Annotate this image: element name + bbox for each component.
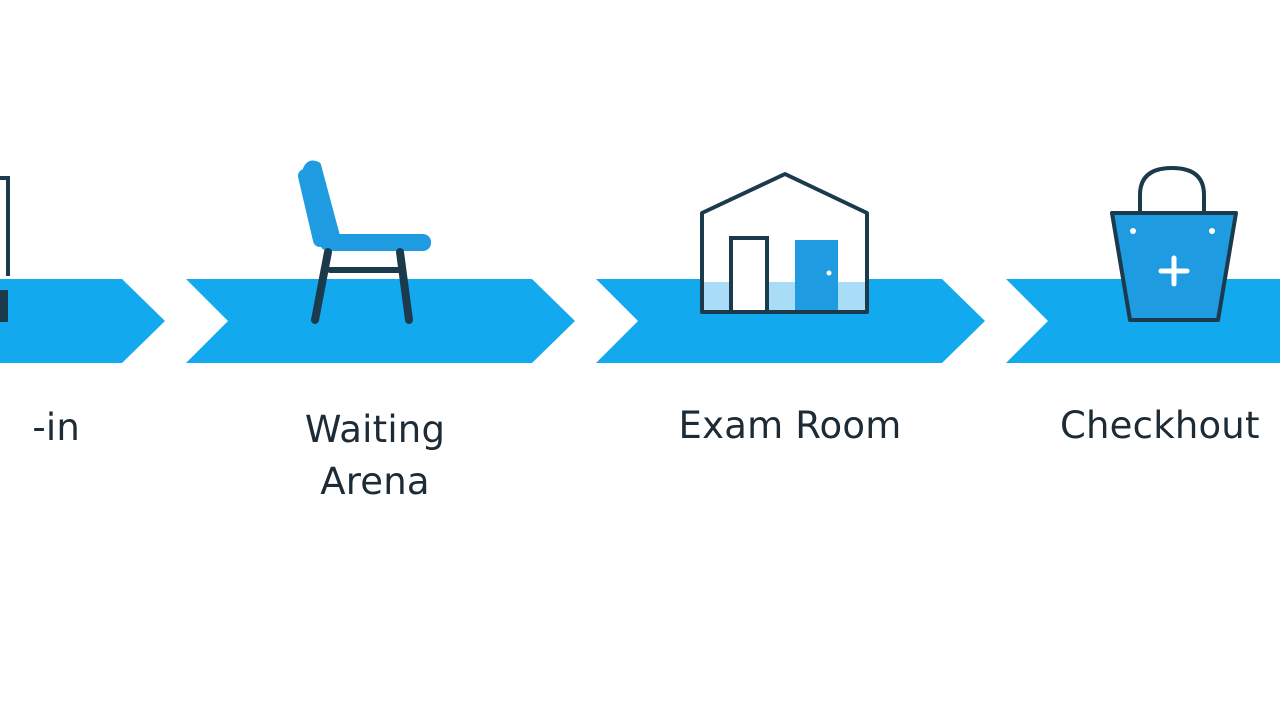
arrow-step-1 bbox=[0, 279, 165, 363]
house-icon bbox=[700, 172, 869, 314]
step-label-line: Checkhout bbox=[1060, 404, 1260, 447]
laptop-icon bbox=[0, 176, 10, 322]
step-label-line: Waiting bbox=[304, 408, 446, 451]
arrow-step-2 bbox=[186, 279, 575, 363]
step-label-waiting-arena: Waiting Arena bbox=[250, 404, 500, 508]
step-label-checkout: Checkhout bbox=[1060, 400, 1280, 452]
arrow-step-3 bbox=[596, 279, 985, 363]
shopping-bag-icon bbox=[1110, 165, 1238, 322]
chair-icon bbox=[298, 160, 431, 324]
step-label-exam-room: Exam Room bbox=[640, 400, 940, 452]
step-label-line: Exam Room bbox=[678, 404, 902, 447]
step-label-checkin: -in bbox=[0, 402, 80, 454]
step-label-line: Arena bbox=[320, 460, 430, 503]
step-label-line: -in bbox=[32, 406, 80, 449]
